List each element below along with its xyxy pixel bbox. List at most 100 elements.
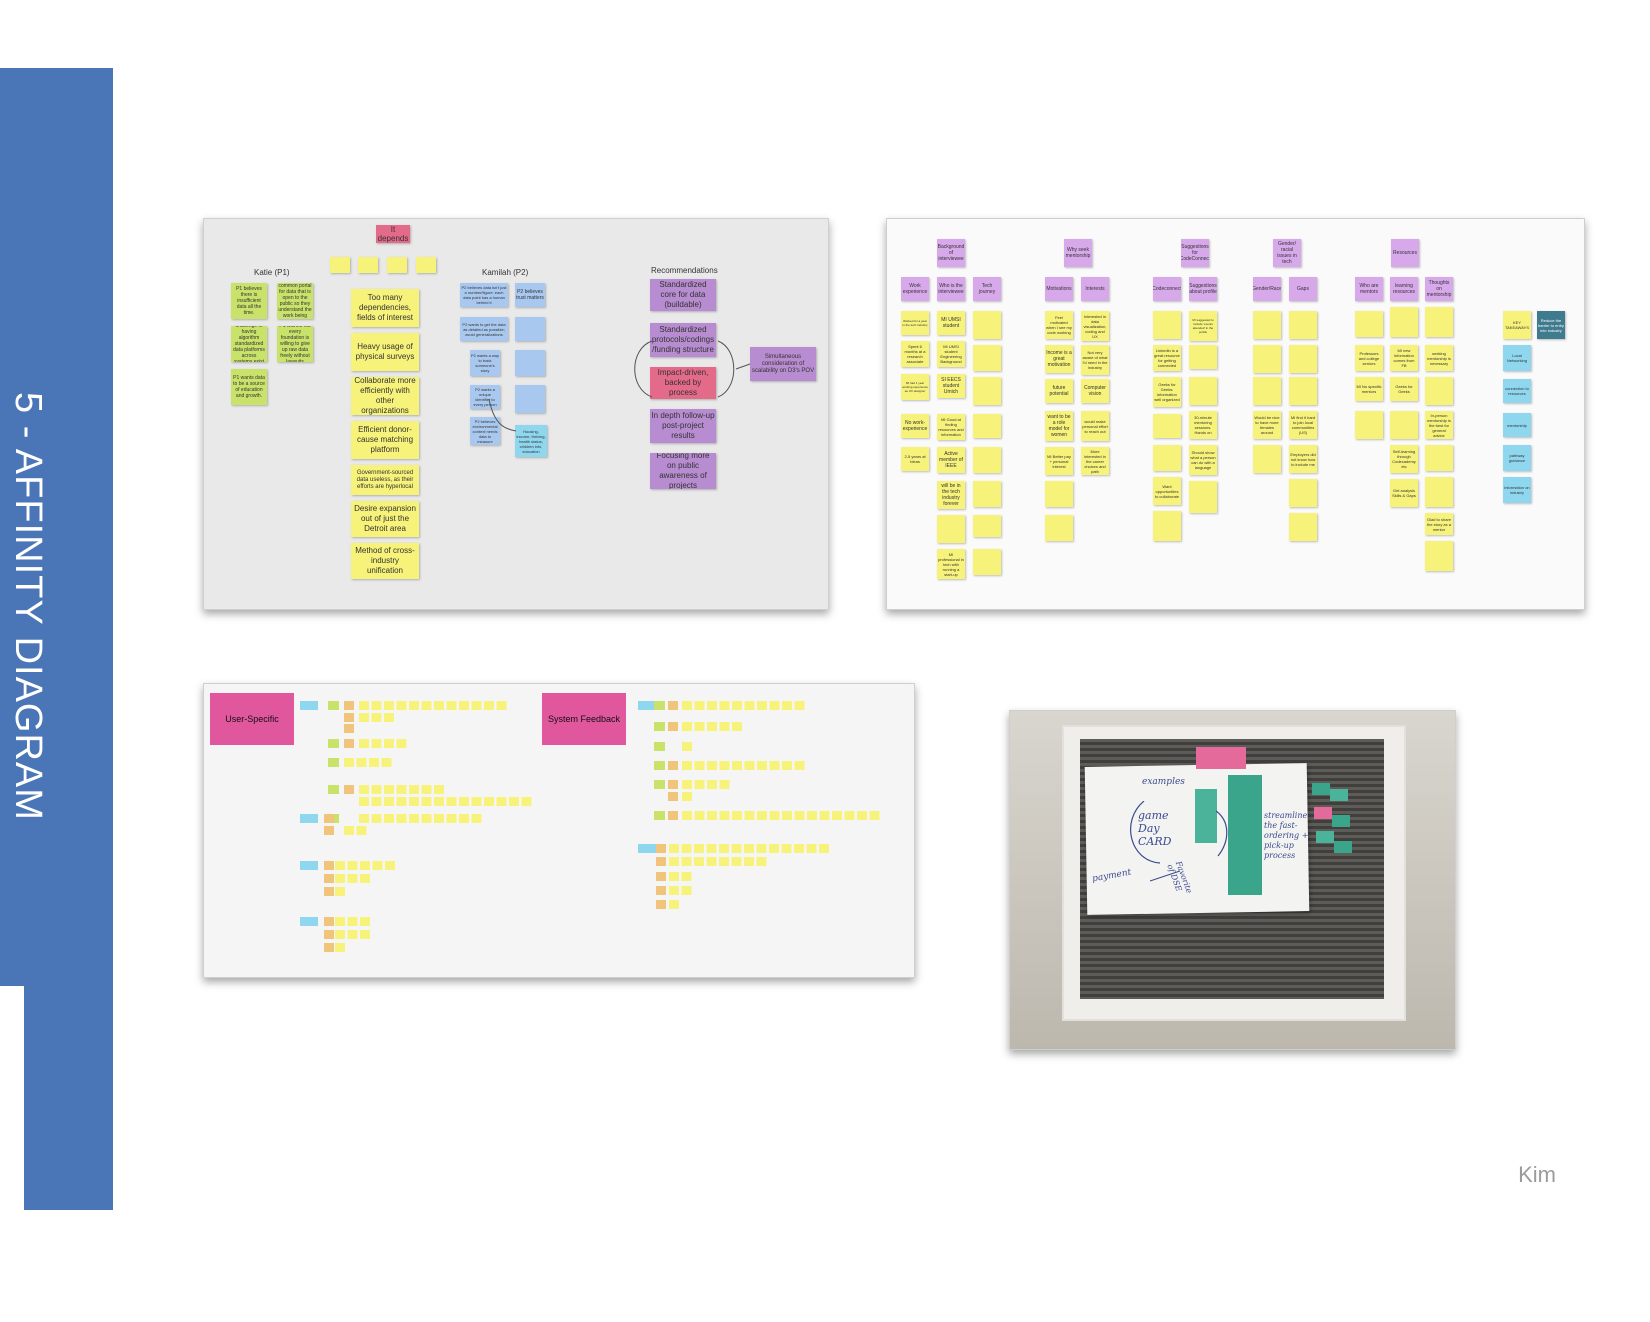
column-header-katie: Katie (P1) [254, 268, 290, 277]
sticky-note: Geeks for Geeks: information well organi… [1153, 377, 1181, 407]
subgroup-header: Gender/Race [1253, 277, 1281, 301]
sticky-note: Self-learning through Codecademy etc [1390, 445, 1418, 473]
subgroup-header: learning resources [1390, 277, 1418, 301]
sticky-note [1253, 445, 1281, 473]
sticky-note: P2 wants to get the data as detailed as … [460, 317, 508, 341]
sticky-note [973, 377, 1001, 405]
sticky-note-small [358, 257, 378, 273]
sticky-note [1153, 445, 1181, 471]
sticky-note: connection to resources [1503, 379, 1531, 403]
sticky-note: MI new information comes from FB [1390, 345, 1418, 371]
sticky-note: MI suggested to include 'events attended… [1189, 311, 1217, 341]
subgroup-header: Work experience [901, 277, 929, 301]
handwritten-text: game Day CARD [1138, 809, 1172, 848]
connector-lines [634, 340, 751, 398]
sticky-note: MI UMSI student Engineering Background [937, 341, 965, 367]
sticky-note [973, 549, 1001, 575]
photo-whiteboard-window: examples game Day CARD payment Favorite … [1009, 710, 1456, 1050]
sidebar-bar-tail [24, 980, 113, 1210]
sticky-note [937, 515, 965, 543]
sticky-note: Desire expansion out of just the Detroit… [351, 501, 419, 537]
affinity-board-feedback: User-Specific System Feedback [203, 683, 915, 978]
sticky-note [973, 345, 1001, 371]
sticky-note: 30-minute mentoring sessions. Hands on [1189, 411, 1217, 439]
sticky-note: MI find it hard to join local communitie… [1289, 411, 1317, 439]
sticky-note: Focusing more on public awareness of pro… [650, 453, 716, 489]
sticky-note [1289, 345, 1317, 373]
sticky-note [1153, 414, 1181, 438]
sticky-note: 2-5 years at Ideas [901, 447, 929, 471]
sticky-note: MI professional in tech with running a s… [937, 549, 965, 579]
sticky-note [973, 447, 1001, 473]
sticky-note-small [416, 257, 436, 273]
sticky-note [1153, 311, 1181, 339]
sticky-note: Impact-driven, backed by process [650, 367, 716, 399]
sticky-note [1189, 481, 1217, 513]
whiteboard-scribbles [1130, 801, 1228, 882]
sticky-note: P1 wants data to be a source of educatio… [231, 369, 267, 405]
sticky-note: information on industry [1503, 477, 1531, 503]
sticky-note: Active member of IEEE [937, 447, 965, 473]
sticky-note [1289, 479, 1317, 507]
sticky-note: Not very aware of what I'd need in the i… [1081, 345, 1109, 375]
subgroup-header: Who are mentors [1355, 277, 1383, 301]
sticky-note: P1 wants a common portal for data that i… [277, 283, 313, 319]
sticky-note [1153, 511, 1181, 541]
sticky-note: Too many dependencies, fields of interes… [351, 289, 419, 327]
sticky-note: Geeks for Geeks [1390, 377, 1418, 401]
sticky-note: Would be nice to have more females aroun… [1253, 411, 1281, 439]
sticky-note [973, 515, 1001, 537]
sticky-note: Standardized protocols/codings /funding … [650, 323, 716, 357]
sticky-note: Heavy usage of physical surveys [351, 333, 419, 371]
sticky-note: Employers did not know how to include me [1289, 445, 1317, 473]
sticky-note [515, 385, 545, 413]
subgroup-header: Who is the interviewee [937, 277, 965, 301]
sticky-note-small [330, 257, 350, 273]
sticky-note: Government-sourced data useless, as thei… [351, 465, 419, 495]
sticky-note [1253, 311, 1281, 339]
sticky-note [1332, 815, 1350, 827]
sticky-note: Local Networking [1503, 345, 1531, 371]
sticky-note: want to be a role model for women [1045, 411, 1073, 441]
sticky-note: P1 wishes not every foundation is willin… [277, 326, 313, 362]
sticky-note [515, 317, 545, 341]
sticky-note: Want opportunities to collaborate [1153, 477, 1181, 505]
sticky-note [1253, 377, 1281, 405]
sticky-note: P1 believes there is insufficient data a… [231, 283, 267, 319]
sticky-note [1314, 807, 1332, 819]
subgroup-header: Codeconnect [1153, 277, 1181, 301]
sticky-note: will be in the tech industry forever [937, 481, 965, 509]
sticky-note [1334, 841, 1352, 853]
affinity-board-stakeholders: It depends Katie (P1) Kamilah (P2) Recom… [203, 218, 829, 610]
sticky-note: Method of cross-industry unification [351, 543, 419, 579]
sticky-note: P1 believes a challenge in having algori… [231, 326, 267, 362]
sticky-note: Standardized core for data (buildable) [650, 279, 716, 311]
sticky-note [1425, 477, 1453, 507]
sticky-note: pathway guidance [1503, 445, 1531, 471]
sticky-note: Should show what a person can do with a … [1189, 445, 1217, 475]
sticky-note: In-person mentorship is the best for gen… [1425, 411, 1453, 439]
sticky-note [1390, 411, 1418, 439]
sticky-note: future potential [1045, 379, 1073, 403]
sticky-note: would make personal effort to reach out [1081, 411, 1109, 441]
subgroup-header: Tech journey [973, 277, 1001, 301]
sticky-note: In depth follow-up post-project results [650, 409, 716, 443]
sticky-note [1196, 747, 1246, 769]
sticky-note: MI Better pay + personal interest [1045, 447, 1073, 475]
sticky-note: P2 wants a way to track someone's story [470, 350, 500, 376]
group-header: Why seek mentorship [1064, 239, 1092, 267]
sticky-note: Interested in data visualization, coding… [1081, 311, 1109, 341]
affinity-board-mentorship: Background of interviewee Why seek mento… [886, 218, 1585, 610]
sticky-note [1189, 377, 1217, 405]
sticky-note: SI EECS student Umich [937, 374, 965, 398]
column-header-kamilah: Kamilah (P2) [482, 268, 529, 277]
sticky-note: MI Good at finding resources and informa… [937, 414, 965, 440]
sticky-note: MI No specific mentors [1355, 377, 1383, 401]
slide-title: 5 - AFFINITY DIAGRAM [7, 392, 49, 821]
sticky-note [973, 481, 1001, 507]
author-name: Kim [1518, 1162, 1556, 1187]
sticky-note [1045, 515, 1073, 541]
sticky-note-grid [300, 701, 880, 952]
sticky-note: Get analysis Skills & Gaps [1390, 479, 1418, 507]
sticky-note [1330, 789, 1348, 801]
